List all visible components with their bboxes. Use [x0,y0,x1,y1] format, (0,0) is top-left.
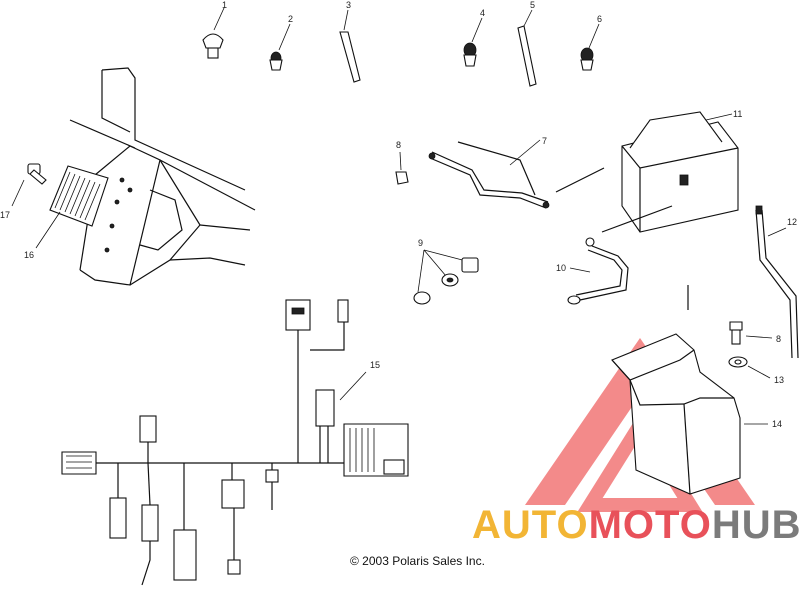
part-13-washer [728,356,771,379]
callout-16: 16 [24,250,34,260]
callout-17: 17 [0,210,10,220]
part-8-bolt-upper [395,151,409,185]
callout-14: 14 [772,419,782,429]
part-16-module [35,165,109,249]
callout-8-lower: 8 [776,334,781,344]
callout-5: 5 [530,0,535,10]
callout-15: 15 [370,360,380,370]
callout-2: 2 [288,14,293,24]
part-8-bolt-lower [729,321,773,345]
copyright-notice: © 2003 Polaris Sales Inc. [350,554,485,568]
part-2-clip [269,23,291,71]
callout-9: 9 [418,238,423,248]
callout-4: 4 [480,8,485,18]
part-14-battery-box [611,285,768,495]
watermark-part-auto: AUTO [472,503,589,547]
callout-11: 11 [733,109,742,119]
callout-8-upper: 8 [396,140,401,150]
part-6-clip [580,23,600,71]
part-15-wiring-harness [61,299,409,586]
watermark-wordmark: AUTOMOTOHUB [472,503,800,547]
callout-3: 3 [346,0,351,10]
callout-13: 13 [774,375,784,385]
callout-1: 1 [222,0,227,10]
part-17-bolt [11,163,47,207]
part-5-cable-tie [517,9,537,87]
watermark-part-hub: HUB [712,503,800,547]
part-10-cable [567,237,629,305]
part-3-cable-tie [339,9,361,83]
callout-7: 7 [542,136,547,146]
callout-6: 6 [597,14,602,24]
part-4-clip [463,17,483,67]
part-12-hose [755,205,799,359]
part-9-hardware [413,249,479,305]
callout-10: 10 [556,263,566,273]
part-11-battery [555,111,739,233]
part-1-clip [202,7,225,59]
part-7-battery-strap [428,139,550,209]
watermark-part-moto: MOTO [589,503,712,547]
callout-12: 12 [787,217,797,227]
